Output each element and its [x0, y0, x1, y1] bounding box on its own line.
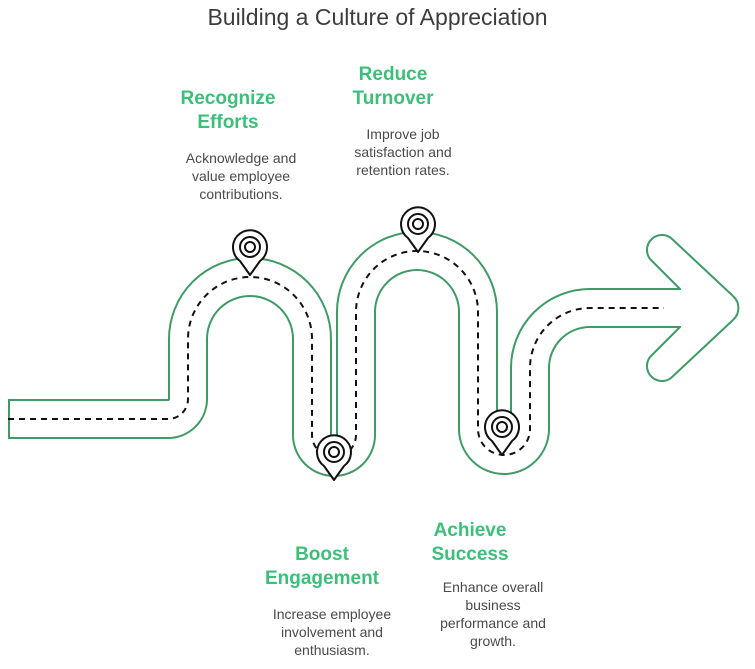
road-center-dashed-line — [8, 250, 664, 458]
milestone-heading-boost-engagement: Boost Engagement — [264, 544, 380, 589]
location-pin-icon — [400, 206, 436, 253]
milestone-heading-recognize-efforts: Recognize Efforts — [180, 88, 276, 133]
location-pin-icon — [232, 229, 268, 276]
location-pin-icon — [484, 409, 520, 456]
road-arrow-head — [646, 234, 740, 382]
diagram-title: Building a Culture of Appreciation — [207, 4, 548, 30]
road-surface — [8, 233, 680, 475]
location-pin-icon — [316, 434, 352, 481]
milestone-heading-achieve-success: Achieve Success — [431, 520, 509, 565]
milestone-description-boost-engagement: Increase employee involvement and enthus… — [272, 606, 392, 658]
milestone-description-achieve-success: Enhance overall business performance and… — [440, 579, 546, 649]
milestone-description-recognize-efforts: Acknowledge and value employee contribut… — [185, 150, 297, 202]
milestone-heading-reduce-turnover: Reduce Turnover — [352, 64, 434, 109]
milestone-description-reduce-turnover: Improve job satisfaction and retention r… — [354, 126, 452, 178]
